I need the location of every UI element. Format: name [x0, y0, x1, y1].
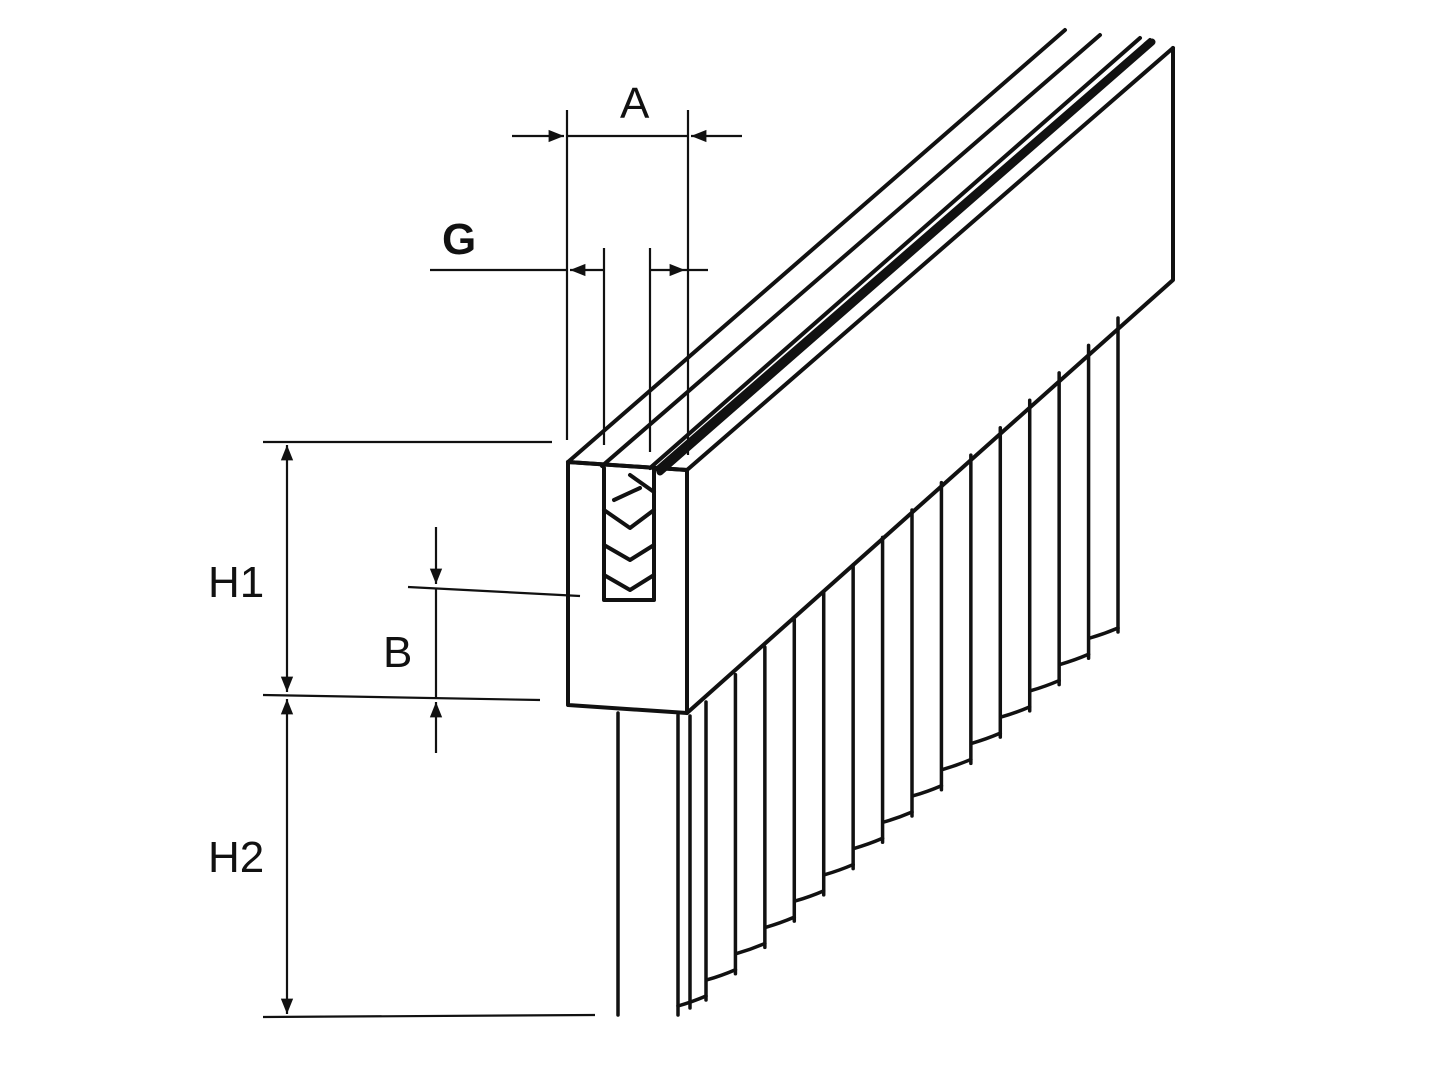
brush-holder — [566, 28, 1175, 715]
holder-channel-bold — [656, 38, 1156, 476]
bristles — [616, 316, 1120, 1017]
bristle-tip — [676, 994, 708, 1008]
bristle-tip — [1029, 678, 1061, 693]
holder-top-face — [566, 28, 1175, 472]
label-b: B — [383, 628, 412, 677]
bristle-tip — [970, 731, 1003, 745]
label-g: G — [442, 215, 476, 264]
holder-channel-lines — [600, 33, 1152, 472]
holder-side-face — [685, 46, 1175, 715]
label-a: A — [620, 79, 650, 128]
bristle-tip — [852, 836, 885, 851]
label-h1: H1 — [208, 558, 264, 607]
dim-b-ext — [407, 585, 581, 598]
bristle-tip — [793, 889, 826, 903]
bristle-tip — [764, 915, 797, 929]
bristle-tip — [823, 862, 855, 877]
bristle-tip — [1088, 626, 1120, 640]
label-h2: H2 — [208, 833, 264, 882]
bristle-tip — [911, 783, 944, 798]
bristle-tip — [735, 941, 767, 956]
bristle-tip — [999, 705, 1032, 719]
holder-groove-profile — [602, 466, 656, 602]
bristle-tip — [882, 810, 914, 824]
dimension-lines — [262, 110, 742, 1019]
bristle-tip — [941, 757, 973, 772]
bristle-tip — [705, 967, 738, 982]
dim-h2-ext-bottom — [262, 1013, 596, 1019]
bristle-tip — [1058, 652, 1091, 667]
dim-h1-ext-bottom — [262, 693, 541, 702]
